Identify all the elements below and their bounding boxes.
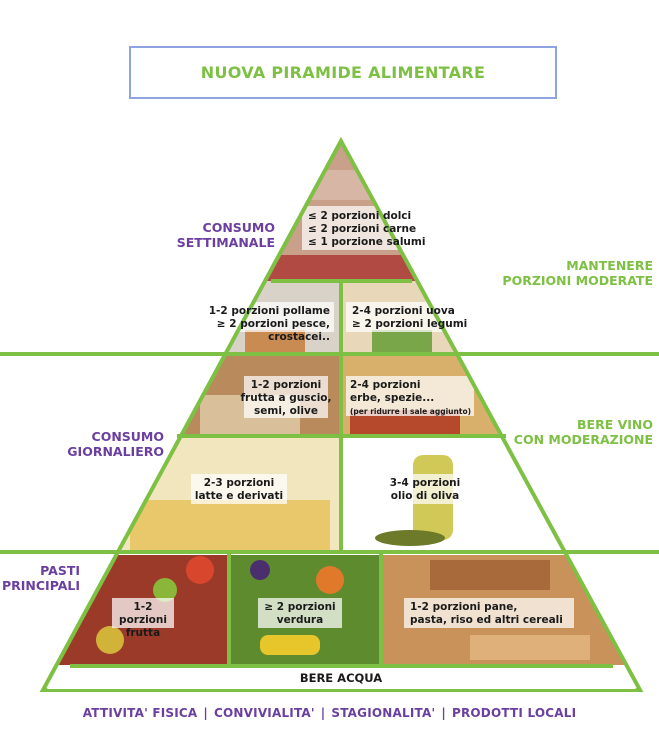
tier-grains-line2: pasta, riso ed altri cereali — [410, 614, 563, 626]
tier-dairy-line1: 2-3 porzioni — [203, 477, 275, 489]
label-meals-line1: PASTI — [40, 563, 80, 578]
footer-local-products: PRODOTTI LOCALI — [451, 706, 577, 720]
footer-separator: | — [320, 706, 326, 720]
page-title: NUOVA PIRAMIDE ALIMENTARE — [200, 63, 486, 82]
tier-herbs-line1: 2-4 porzioni — [350, 379, 421, 391]
tier-nuts-line3: semi, olive — [254, 405, 318, 417]
tier-top-line3: ≤ 1 porzione salumi — [308, 236, 426, 248]
tier-veg-line2: verdura — [276, 614, 324, 626]
label-weekly: CONSUMO SETTIMANALE — [150, 220, 275, 250]
tier-veg-text: ≥ 2 porzioni verdura — [256, 601, 344, 627]
footer-separator: | — [441, 706, 446, 720]
tier-oil-line1: 3-4 porzioni — [389, 477, 461, 489]
tier-nuts-line1: 1-2 porzioni — [250, 379, 322, 391]
label-weekly-line1: CONSUMO — [202, 220, 275, 235]
tier-dairy-text: 2-3 porzioni latte e derivati — [186, 477, 292, 503]
tier-herbs-text: 2-4 porzioni erbe, spezie... (per ridurr… — [350, 379, 471, 418]
tier-eggs-line2: ≥ 2 porzioni legumi — [352, 318, 468, 330]
tier-fruit-line2: frutta — [125, 627, 161, 639]
tier-dairy-line2: latte e derivati — [194, 490, 284, 502]
label-daily-line1: CONSUMO — [91, 429, 164, 444]
footer-bar: ATTIVITA' FISICA | CONVIVIALITA' | STAGIONAL… — [0, 706, 659, 720]
label-meals: PASTI PRINCIPALI — [0, 563, 80, 593]
tier-nuts-line2: frutta a guscio, — [240, 392, 332, 404]
tier-oil-text: 3-4 porzioni olio di oliva — [380, 477, 470, 503]
label-meals-line2: PRINCIPALI — [1, 578, 80, 593]
tier-grains-line1: 1-2 porzioni pane, — [410, 601, 518, 613]
tier-poultry-text: 1-2 porzioni pollame ≥ 2 porzioni pesce,… — [152, 305, 330, 344]
text-panels — [112, 206, 574, 628]
label-daily-line2: GIORNALIERO — [67, 444, 164, 459]
label-wine-line2: CON MODERAZIONE — [513, 432, 653, 447]
tier-poultry-line2: ≥ 2 porzioni pesce, crostacei.. — [216, 318, 330, 343]
label-daily: CONSUMO GIORNALIERO — [52, 429, 164, 459]
tier-nuts-text: 1-2 porzioni frutta a guscio, semi, oliv… — [240, 379, 332, 418]
tier-grains-text: 1-2 porzioni pane, pasta, riso ed altri … — [410, 601, 563, 627]
footer-activity: ATTIVITA' FISICA — [82, 706, 198, 720]
tier-top-text: ≤ 2 porzioni dolci ≤ 2 porzioni carne ≤ … — [308, 210, 425, 249]
label-wine-line1: BERE VINO — [577, 417, 653, 432]
label-moderate: MANTENERE PORZIONI MODERATE — [470, 258, 653, 288]
tier-veg-line1: ≥ 2 porzioni — [264, 601, 336, 613]
label-wine: BERE VINO CON MODERAZIONE — [490, 417, 653, 447]
label-moderate-line1: MANTENERE — [566, 258, 653, 273]
title-box: NUOVA PIRAMIDE ALIMENTARE — [129, 46, 557, 99]
label-moderate-line2: PORZIONI MODERATE — [502, 273, 653, 288]
base-water-text: BERE ACQUA — [299, 671, 383, 685]
tier-eggs-text: 2-4 porzioni uova ≥ 2 porzioni legumi — [352, 305, 467, 331]
tier-top-line1: ≤ 2 porzioni dolci — [308, 210, 412, 222]
tier-fruit-line1: 1-2 porzioni — [119, 601, 167, 626]
footer-separator: | — [203, 706, 209, 720]
footer-seasonality: STAGIONALITA' — [331, 706, 436, 720]
footer-conviviality: CONVIVIALITA' — [214, 706, 315, 720]
base-band — [47, 668, 636, 689]
tier-eggs-line1: 2-4 porzioni uova — [352, 305, 455, 317]
tier-fruit-text: 1-2 porzioni frutta — [108, 601, 178, 640]
tier-herbs-note: (per ridurre il sale aggiunto) — [350, 407, 472, 416]
tier-top-line2: ≤ 2 porzioni carne — [308, 223, 417, 235]
label-weekly-line2: SETTIMANALE — [176, 235, 275, 250]
pyramid-lines — [0, 136, 659, 692]
tier-poultry-line1: 1-2 porzioni pollame — [208, 305, 330, 317]
tier-oil-line2: olio di oliva — [390, 490, 460, 502]
tier-herbs-line2: erbe, spezie... — [350, 392, 435, 404]
